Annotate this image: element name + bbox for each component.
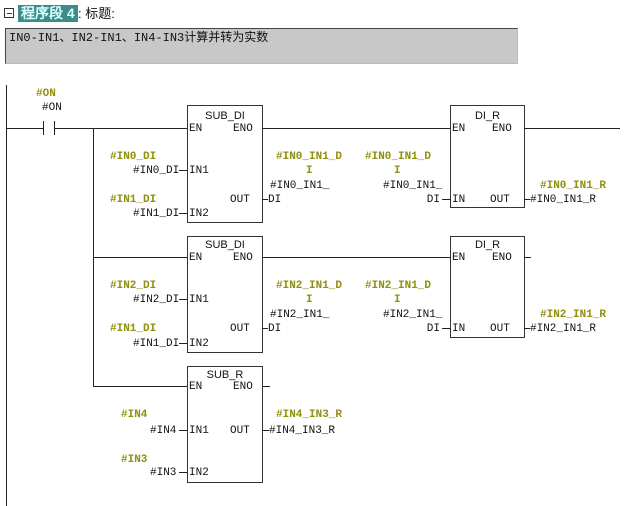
block-title: SUB_DI — [205, 110, 245, 122]
in-operand-cont[interactable]: DI — [426, 194, 440, 206]
out-symbol: #IN0_IN1_R — [540, 180, 607, 192]
pin-en: EN — [189, 381, 203, 393]
in2-operand[interactable]: #IN3 — [150, 467, 177, 479]
pin-en: EN — [452, 123, 466, 135]
pin-eno: ENO — [233, 381, 253, 393]
in2-operand[interactable]: #IN1_DI — [133, 338, 180, 350]
pin-out: OUT — [490, 194, 510, 206]
in-operand-cont[interactable]: DI — [426, 323, 440, 335]
block-title: DI_R — [474, 110, 501, 122]
pin-out: OUT — [490, 323, 510, 335]
in-operand[interactable]: #IN2_IN1_ — [383, 309, 443, 321]
out-symbol: #IN2_IN1_D — [276, 280, 343, 292]
block-title: SUB_R — [206, 369, 244, 381]
pin-in1: IN1 — [189, 425, 209, 437]
in-operand[interactable]: #IN0_IN1_ — [383, 180, 443, 192]
out-operand[interactable]: #IN4_IN3_R — [269, 425, 336, 437]
out-symbol-cont: I — [306, 165, 313, 177]
out-operand[interactable]: #IN2_IN1_R — [530, 323, 597, 335]
pin-in2: IN2 — [189, 208, 209, 220]
contact-address: #ON — [42, 102, 62, 114]
collapse-icon[interactable] — [4, 8, 14, 18]
normally-open-contact[interactable] — [43, 121, 55, 135]
in-symbol: #IN2_IN1_D — [365, 280, 432, 292]
out-symbol: #IN4_IN3_R — [276, 409, 343, 421]
out-symbol: #IN0_IN1_D — [276, 151, 343, 163]
block-title: SUB_DI — [205, 239, 245, 251]
in2-symbol: #IN3 — [121, 454, 148, 466]
power-rail — [6, 85, 7, 506]
pin-eno: ENO — [233, 123, 253, 135]
in1-operand[interactable]: #IN4 — [150, 425, 177, 437]
in2-symbol: #IN1_DI — [110, 323, 157, 335]
pin-en: EN — [189, 123, 203, 135]
pin-en: EN — [452, 252, 466, 264]
in1-operand[interactable]: #IN0_DI — [133, 165, 180, 177]
pin-eno: ENO — [233, 252, 253, 264]
in2-symbol: #IN1_DI — [110, 194, 157, 206]
network-comment[interactable]: IN0-IN1、IN2-IN1、IN4-IN3计算并转为实数 — [5, 28, 518, 64]
out-symbol-cont: I — [306, 294, 313, 306]
pin-out: OUT — [230, 323, 250, 335]
pin-in: IN — [452, 194, 466, 206]
in1-symbol: #IN4 — [121, 409, 148, 421]
pin-eno: ENO — [492, 123, 512, 135]
in-symbol-cont: I — [394, 165, 401, 177]
pin-in1: IN1 — [189, 294, 209, 306]
pin-out: OUT — [230, 194, 250, 206]
pin-out: OUT — [230, 425, 250, 437]
out-operand[interactable]: #IN0_IN1_ — [270, 180, 330, 192]
in1-operand[interactable]: #IN2_DI — [133, 294, 180, 306]
pin-en: EN — [189, 252, 203, 264]
network-label[interactable]: 程序段 4 — [18, 5, 78, 22]
sub-di-block-2[interactable] — [187, 236, 263, 353]
pin-in2: IN2 — [189, 467, 209, 479]
sub-di-block-1[interactable] — [187, 105, 263, 223]
network-title: : 标题: — [78, 6, 115, 21]
in1-symbol: #IN2_DI — [110, 280, 157, 292]
block-title: DI_R — [474, 239, 501, 251]
out-symbol: #IN2_IN1_R — [540, 309, 607, 321]
sub-r-block[interactable] — [187, 366, 263, 483]
di-r-block-1[interactable] — [450, 105, 525, 208]
pin-in: IN — [452, 323, 466, 335]
pin-eno: ENO — [492, 252, 512, 264]
di-r-block-2[interactable] — [450, 236, 525, 338]
in-symbol: #IN0_IN1_D — [365, 151, 432, 163]
out-operand-cont[interactable]: DI — [268, 323, 282, 335]
out-operand-cont[interactable]: DI — [268, 194, 282, 206]
out-operand[interactable]: #IN0_IN1_R — [530, 194, 597, 206]
in1-symbol: #IN0_DI — [110, 151, 157, 163]
out-operand[interactable]: #IN2_IN1_ — [270, 309, 330, 321]
in-symbol-cont: I — [394, 294, 401, 306]
pin-in1: IN1 — [189, 165, 209, 177]
pin-in2: IN2 — [189, 338, 209, 350]
in2-operand[interactable]: #IN1_DI — [133, 208, 180, 220]
contact-symbol: #ON — [36, 88, 56, 100]
